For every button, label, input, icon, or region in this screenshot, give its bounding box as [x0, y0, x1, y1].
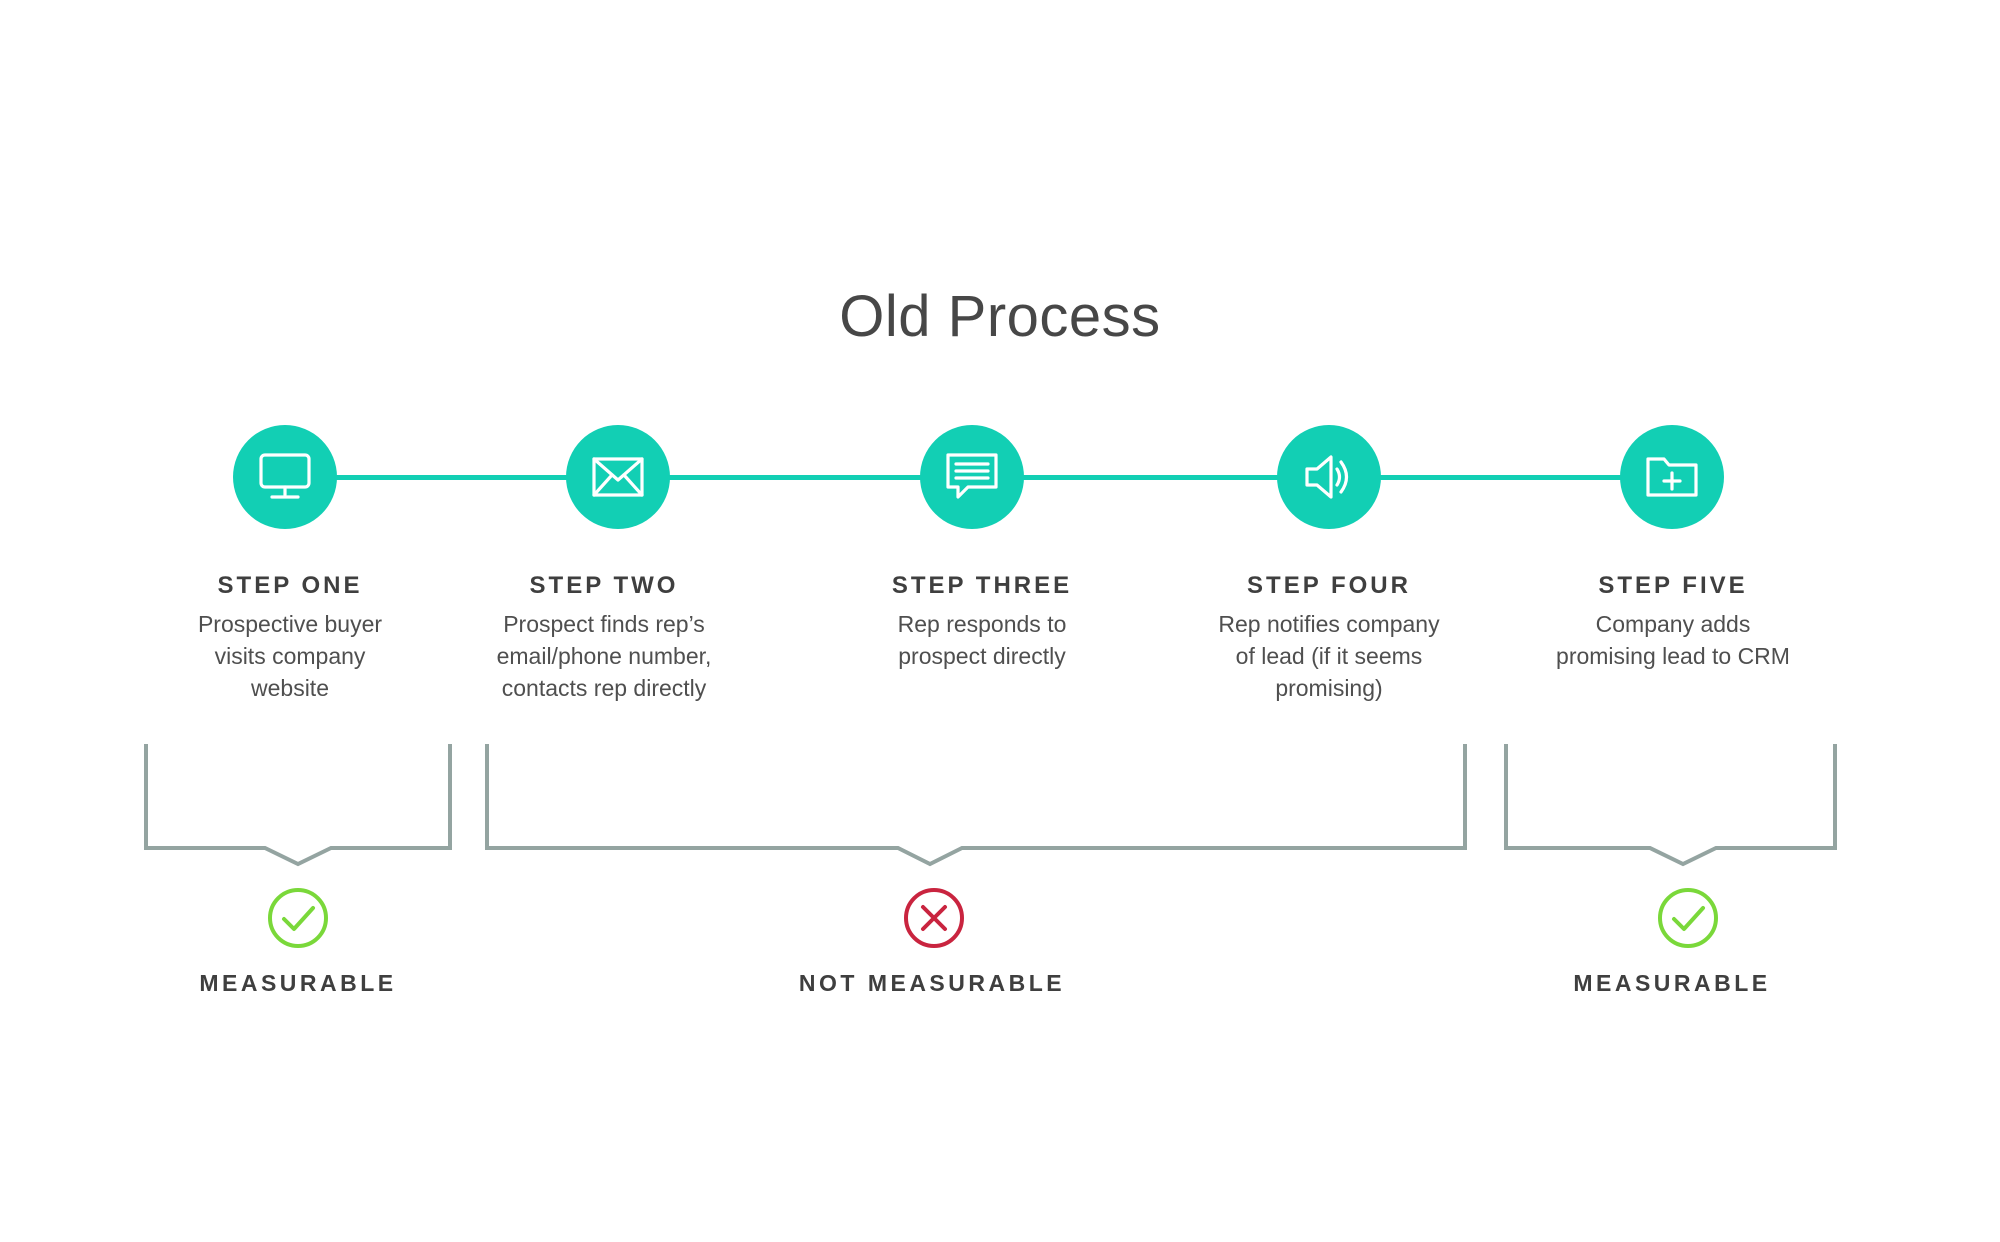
step-label: STEP THREE	[891, 572, 1073, 599]
step-description-line: Prospect finds rep’s	[503, 611, 705, 637]
step-description-line: promising)	[1275, 675, 1383, 701]
step-label: STEP TWO	[529, 572, 679, 599]
bracket-not-measurable	[485, 744, 1467, 867]
step-four-badge	[1277, 425, 1381, 529]
step-label: STEP FIVE	[1598, 572, 1748, 599]
monitor-icon	[259, 453, 311, 499]
step-four: STEP FOUR Rep notifies company of lead (…	[1179, 572, 1479, 704]
step-description-line: Company adds	[1595, 611, 1751, 637]
step-description-line: website	[251, 675, 329, 701]
outcome-label: NOT MEASURABLE	[798, 970, 1066, 996]
check-circle-icon	[1658, 888, 1718, 948]
chat-bubble-icon	[946, 453, 998, 499]
outcome-label: MEASURABLE	[1573, 970, 1771, 996]
step-description-line: Prospective buyer	[197, 611, 383, 637]
step-label: STEP ONE	[217, 572, 363, 599]
step-description-line: contacts rep directly	[501, 675, 707, 701]
step-description-line: Rep notifies company	[1218, 611, 1440, 637]
step-description-line: email/phone number,	[496, 643, 712, 669]
step-five-badge	[1620, 425, 1724, 529]
step-description: Prospective buyer visits company website	[140, 608, 440, 704]
step-two: STEP TWO Prospect finds rep’s email/phon…	[454, 572, 754, 704]
step-description-line: prospect directly	[898, 643, 1066, 669]
step-description-line: of lead (if it seems	[1235, 643, 1423, 669]
folder-add-icon	[1646, 457, 1698, 497]
x-circle-icon	[904, 888, 964, 948]
step-one: STEP ONE Prospective buyer visits compan…	[140, 572, 440, 704]
step-three: STEP THREE Rep responds to prospect dire…	[832, 572, 1132, 672]
step-description: Rep responds to prospect directly	[832, 608, 1132, 672]
step-description: Prospect finds rep’s email/phone number,…	[454, 608, 754, 704]
envelope-icon	[592, 457, 644, 497]
step-description: Rep notifies company of lead (if it seem…	[1179, 608, 1479, 704]
step-one-badge	[233, 425, 337, 529]
speaker-icon	[1305, 455, 1349, 499]
step-description: Company adds promising lead to CRM	[1523, 608, 1823, 672]
step-two-badge	[566, 425, 670, 529]
bracket-measurable-right	[1504, 744, 1837, 867]
step-description-line: promising lead to CRM	[1556, 643, 1790, 669]
outcome-label: MEASURABLE	[199, 970, 397, 996]
step-five: STEP FIVE Company adds promising lead to…	[1523, 572, 1823, 672]
step-label: STEP FOUR	[1247, 572, 1411, 599]
check-circle-icon	[268, 888, 328, 948]
step-description-line: visits company	[214, 643, 366, 669]
diagram-title: Old Process	[839, 284, 1161, 349]
step-three-badge	[920, 425, 1024, 529]
step-description-line: Rep responds to	[897, 611, 1067, 637]
bracket-measurable-left	[144, 744, 452, 867]
